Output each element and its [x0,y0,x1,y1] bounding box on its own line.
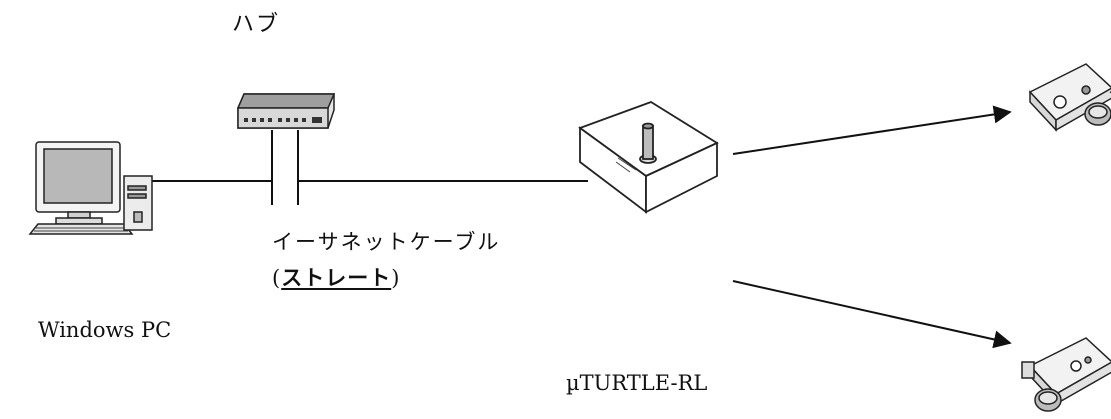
cable-paren-open: ( [272,266,282,290]
desktop-pc-icon [28,141,153,235]
cable-label: イーサネットケーブル [272,230,501,254]
device-label: µTURTLE-RL [566,371,708,395]
network-hub-icon [236,93,336,129]
connections [152,105,1012,349]
cable-type-label: (ストレート) [272,262,400,292]
sensor-device-icon [1028,63,1111,132]
sensor-device-icon [1021,337,1111,412]
cable-paren-close: ) [391,266,401,290]
arrow-to-sensor-top [732,105,1012,155]
hub-label: ハブ [232,12,281,37]
uturtle-device-icon [578,101,719,214]
arrow-to-sensor-bottom [732,280,1012,349]
cable-type-text: ストレート [281,265,392,290]
pc-label: Windows PC [38,318,172,342]
